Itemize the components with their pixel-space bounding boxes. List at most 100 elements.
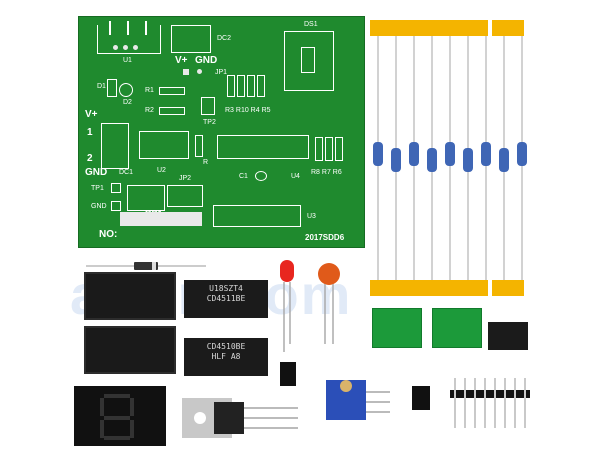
u3-outline (213, 205, 301, 227)
u2-outline (139, 131, 189, 159)
pad (113, 45, 118, 50)
label-c1: C1 (239, 173, 248, 180)
label-u4: U4 (291, 173, 300, 180)
label-d1: D1 (97, 83, 106, 90)
r4-outline (247, 75, 255, 97)
gnd-pad-outline (111, 201, 121, 211)
resistor-body (463, 148, 473, 172)
diode (86, 262, 206, 270)
label-gnd-left: GND (85, 167, 108, 178)
ds1-outline (284, 31, 334, 91)
label-r3-r5: R3 R10 R4 R5 (225, 107, 271, 114)
u1-fin (145, 21, 147, 35)
r2-outline (159, 107, 185, 115)
pad (133, 45, 138, 50)
label-d2: D2 (123, 99, 132, 106)
label-one: 1 (87, 127, 93, 138)
resistor-body (517, 142, 527, 166)
ic-socket-1 (84, 272, 176, 320)
pcb-board: U1 DC2 V+ GND JP1 DS1 D1 D2 R1 R2 TP2 R3… (78, 16, 365, 248)
label-dc1: DC1 (119, 169, 134, 176)
small-ic (488, 322, 528, 350)
trimmer-potentiometer (326, 380, 390, 420)
tape-bottom-left (370, 280, 488, 296)
resistor-body (391, 148, 401, 172)
header-pin (514, 378, 516, 428)
resistor-body (499, 148, 509, 172)
label-r2: R2 (145, 107, 154, 114)
d2-outline (119, 83, 133, 97)
header-pin (474, 378, 476, 428)
seven-segment-display (74, 386, 166, 446)
tp1-outline (111, 183, 121, 193)
label-jp1: JP1 (215, 69, 228, 76)
label-r8-r6: R8 R7 R6 (311, 169, 342, 176)
serial-number-box (120, 212, 202, 226)
header-pin (524, 378, 526, 428)
resistor-body (481, 142, 491, 166)
chip1-line2: CD4511BE (206, 294, 246, 303)
dc2-outline (171, 25, 211, 53)
voltage-regulator (182, 398, 298, 438)
label-tp2: TP2 (203, 119, 216, 126)
label-tp1: TP1 (91, 185, 104, 192)
label-gnd-top: GND (195, 55, 218, 66)
r-mid-outline (195, 135, 203, 157)
header-pin (464, 378, 466, 428)
pad (183, 69, 189, 75)
label-r-mid: R (203, 159, 209, 166)
r6-outline (335, 137, 343, 161)
rp1-outline (127, 185, 165, 211)
header-pin (454, 378, 456, 428)
header-pin (484, 378, 486, 428)
u1-outline (97, 25, 161, 54)
u1-fin (109, 21, 111, 35)
resistor-body (427, 148, 437, 172)
terminal-block-2 (432, 308, 482, 348)
r10-outline (237, 75, 245, 97)
pad (197, 69, 202, 74)
label-no: NO: (99, 229, 118, 240)
pad (123, 45, 128, 50)
terminal-block-1 (372, 308, 422, 348)
tape-top-right (492, 20, 524, 36)
label-vplus-left: V+ (85, 109, 98, 120)
jumper-cap-2 (412, 386, 430, 410)
label-gnd-small: GND (91, 203, 107, 210)
ds1-digit (301, 47, 315, 73)
label-r1: R1 (145, 87, 154, 94)
r1-outline (159, 87, 185, 95)
chip2-line2: HLF A8 (211, 352, 241, 361)
label-u1: U1 (123, 57, 132, 64)
label-jp2: JP2 (179, 175, 192, 182)
jp2-outline (167, 185, 203, 207)
chip1-line1: U18SZT4 (209, 284, 243, 293)
ceramic-capacitor (318, 263, 340, 344)
chip2-line1: CD4510BE (206, 342, 246, 351)
r5-outline (257, 75, 265, 97)
header-pin (504, 378, 506, 428)
label-two: 2 (87, 153, 93, 164)
label-vplus-top: V+ (175, 55, 188, 66)
u4-outline (217, 135, 309, 159)
label-ds1: DS1 (304, 21, 318, 28)
ic-chip-cd4510: CD4510BE HLF A8 (184, 338, 268, 376)
red-led (280, 260, 294, 352)
r7-outline (325, 137, 333, 161)
tp2-outline (201, 97, 215, 115)
d1-outline (107, 79, 117, 97)
label-board-id: 2017SDD6 (305, 233, 345, 242)
label-u3: U3 (307, 213, 316, 220)
tape-top-left (370, 20, 488, 36)
r8-outline (315, 137, 323, 161)
ic-chip-cd4511: U18SZT4 CD4511BE (184, 280, 268, 318)
resistor-body (445, 142, 455, 166)
c1-outline (255, 171, 267, 181)
pin-header (450, 378, 530, 428)
label-dc2: DC2 (217, 35, 232, 42)
resistor-body (373, 142, 383, 166)
ic-socket-2 (84, 326, 176, 374)
tape-bottom-right (492, 280, 524, 296)
dc1-outline (101, 123, 129, 169)
